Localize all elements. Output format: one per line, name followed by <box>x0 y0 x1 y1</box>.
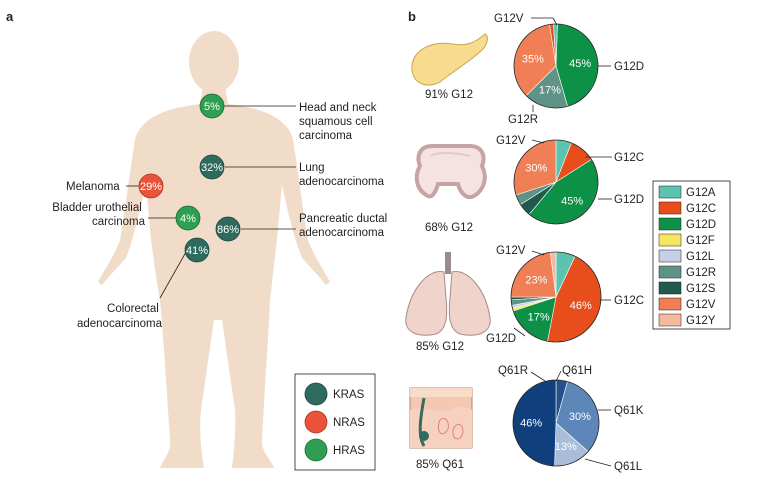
colon-illustration <box>414 144 487 199</box>
pct-label: 29% <box>140 181 162 193</box>
legend-swatch-g12r <box>658 265 682 279</box>
callout-g12c: G12C <box>614 152 644 164</box>
legend-swatch-g12l <box>658 249 682 263</box>
cancer-leader-lines <box>126 105 296 299</box>
callout-g12d: G12D <box>614 61 644 73</box>
legend-label-g12l: G12L <box>686 251 715 263</box>
callout-g12d: G12D <box>486 333 516 345</box>
legend-label-g12r: G12R <box>686 267 716 279</box>
label-lung: Lung adenocarcinoma <box>299 162 385 188</box>
pct-label: 86% <box>217 224 239 236</box>
legend-label-g12a: G12A <box>686 187 716 199</box>
pie-slice-label: 30% <box>525 163 547 175</box>
callout-g12v: G12V <box>496 245 526 257</box>
label-head-neck: Head and neck squamous cell carcinoma <box>299 102 380 142</box>
legend-label-g12y: G12Y <box>686 315 716 327</box>
pie-slice-label: 45% <box>569 58 591 70</box>
pancreas-illustration <box>411 33 488 86</box>
legend-swatch-g12a <box>658 185 682 199</box>
cancer-circle-pancreatic: 86% <box>215 216 241 242</box>
pct-label: 5% <box>204 101 220 113</box>
pie-outline <box>513 139 599 225</box>
callout-g12r: G12R <box>508 114 538 126</box>
mutation-legend: G12A G12C G12D G12F G12L G12R G12S G12V G12Y <box>652 180 731 330</box>
label-colorectal: Colorectal adenocarcinoma <box>77 303 163 330</box>
callout-g12c: G12C <box>614 295 644 307</box>
pie-chart-lung: 46% 17% 23% <box>510 251 602 343</box>
pie-slice-label: 46% <box>570 300 592 312</box>
pie-outline <box>512 379 600 467</box>
lungs-illustration <box>405 252 491 336</box>
organ-caption-pancreas: 91% G12 <box>425 89 473 101</box>
panel-a-label: a <box>6 9 14 24</box>
pie-slice-label: 23% <box>525 275 547 287</box>
pie-slice-label: 17% <box>539 85 561 97</box>
pie-slice-label: 46% <box>520 418 542 430</box>
pie-slice-label: 17% <box>528 312 550 324</box>
pie-outline <box>510 251 602 343</box>
pie-slice-label: 45% <box>561 195 583 207</box>
pct-label: 32% <box>201 162 223 174</box>
pie-slice-label: 13% <box>555 441 577 453</box>
legend-hras-label: HRAS <box>333 445 365 457</box>
legend-swatch-g12s <box>658 281 682 295</box>
pie-callouts: G12V G12D G12R G12V G12C G12D G12V G12C … <box>486 13 644 473</box>
legend-label-g12c: G12C <box>686 203 716 215</box>
pie-slice-label: 35% <box>522 53 544 65</box>
head <box>189 31 239 93</box>
legend-swatch-g12f <box>658 233 682 247</box>
organ-caption-lung: 85% G12 <box>416 341 464 353</box>
cancer-circle-lung: 32% <box>199 154 225 180</box>
panel-b-label: b <box>408 9 416 24</box>
legend-label-g12v: G12V <box>686 299 716 311</box>
cancer-circle-head-neck: 5% <box>199 93 225 119</box>
callout-q61l: Q61L <box>614 461 643 473</box>
cancer-circle-bladder: 4% <box>175 205 201 231</box>
cancer-circle-melanoma: 29% <box>138 173 164 199</box>
organ-caption-colon: 68% G12 <box>425 222 473 234</box>
callout-q61h: Q61H <box>562 365 592 377</box>
legend-label-g12f: G12F <box>686 235 715 247</box>
pie-chart-colon: 45% 30% <box>513 139 599 225</box>
legend-swatch-g12v <box>658 297 682 311</box>
cancer-circle-colorectal: 41% <box>184 237 210 263</box>
callout-g12d: G12D <box>614 194 644 206</box>
legend-nras-label: NRAS <box>333 417 365 429</box>
skin-illustration <box>409 387 473 449</box>
callout-q61r: Q61R <box>498 365 528 377</box>
legend-label-g12s: G12S <box>686 283 716 295</box>
pie-chart-pancreas: 45% 17% 35% <box>513 23 599 109</box>
gene-legend: KRAS NRAS HRAS <box>294 373 376 471</box>
callout-g12v: G12V <box>496 135 526 147</box>
legend-label-g12d: G12D <box>686 219 716 231</box>
pct-label: 4% <box>180 213 196 225</box>
legend-swatch-g12c <box>658 201 682 215</box>
legend-swatch-g12y <box>658 313 682 327</box>
pct-label: 41% <box>186 245 208 257</box>
label-melanoma: Melanoma <box>66 181 120 193</box>
organ-caption-skin: 85% Q61 <box>416 459 464 471</box>
legend-kras-label: KRAS <box>333 389 365 401</box>
callout-g12v: G12V <box>494 13 524 25</box>
legend-swatch-g12d <box>658 217 682 231</box>
pie-slice-label: 30% <box>569 411 591 423</box>
callout-q61k: Q61K <box>614 405 644 417</box>
label-bladder: Bladder urothelial carcinoma <box>52 202 145 228</box>
pie-chart-skin: 30% 13% 46% <box>512 379 600 467</box>
label-pancreatic: Pancreatic ductal adenocarcinoma <box>299 213 390 239</box>
